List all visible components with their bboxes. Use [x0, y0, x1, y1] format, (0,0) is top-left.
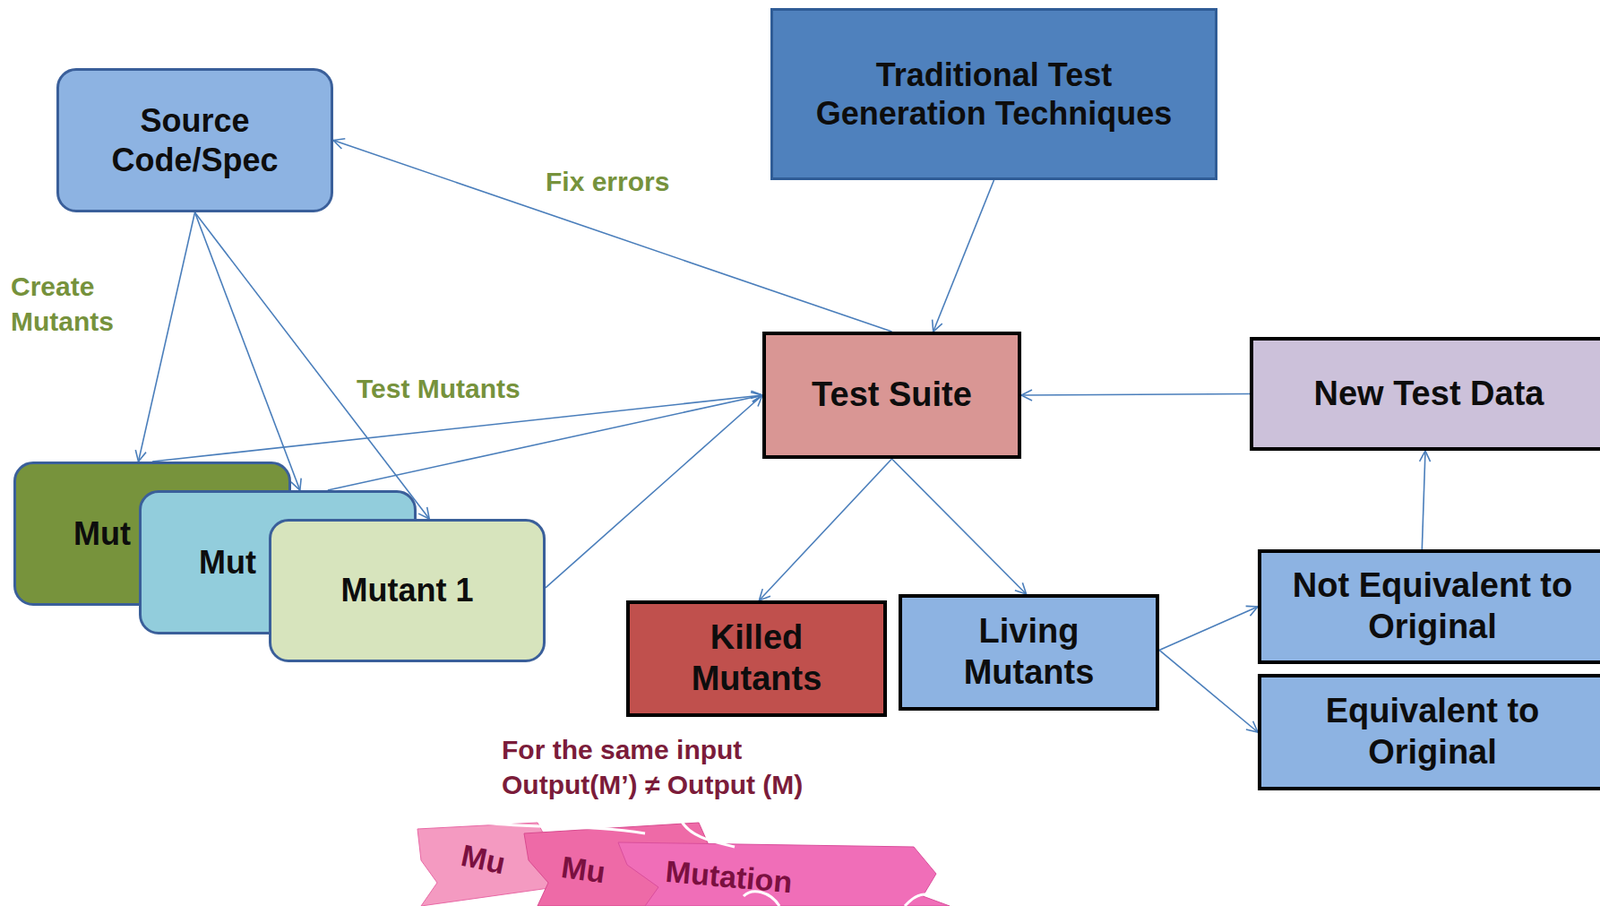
- arrow-connector: [152, 395, 763, 462]
- edge-label: Fix errors: [545, 163, 743, 199]
- result-box: Not Equivalent to Original: [1257, 549, 1600, 664]
- arrow-connector: [933, 180, 995, 332]
- node-label: Source Code/Spec: [77, 101, 313, 179]
- node-label: Mut: [198, 542, 257, 582]
- arrow-connector: [1159, 649, 1258, 732]
- arrow-connector: [327, 395, 763, 491]
- living-box: Living Mutants: [898, 593, 1160, 711]
- node-label: New Test Data: [1314, 373, 1545, 415]
- paper-piece: [618, 842, 950, 906]
- arrow-connector: [1159, 606, 1258, 650]
- node-label: Living Mutants: [921, 610, 1136, 693]
- arrow-connector: [195, 212, 301, 491]
- arrow-connector: [758, 458, 892, 601]
- node-label: Test Suite: [811, 374, 973, 416]
- test-suite-box: Test Suite: [762, 331, 1022, 459]
- technique-box: Traditional Test Generation Techniques: [770, 8, 1218, 181]
- node-label: Equivalent to Original: [1281, 690, 1584, 773]
- node-label: Mut: [73, 514, 131, 553]
- test-data-box: New Test Data: [1249, 336, 1600, 451]
- edge-label: Create Mutants: [10, 268, 159, 339]
- node-label: Not Equivalent to Original: [1281, 565, 1584, 647]
- node-label: Mutant 1: [341, 570, 474, 610]
- arrow-connector: [1021, 394, 1250, 396]
- arrow-connector: [1421, 450, 1426, 550]
- paper-tear: [483, 819, 932, 906]
- killed-box: Killed Mutants: [626, 600, 887, 717]
- arrow-connector: [138, 212, 196, 462]
- node-label: Killed Mutants: [649, 617, 864, 699]
- note-text: For the same input Output(M’) ≠ Output (…: [501, 731, 883, 802]
- arrow-connector: [545, 395, 763, 588]
- mutant-box: Mutant 1: [268, 518, 546, 663]
- result-box: Equivalent to Original: [1257, 673, 1600, 791]
- source-box: Source Code/Spec: [56, 68, 334, 213]
- arrow-connector: [892, 458, 1027, 594]
- node-label: Traditional Test Generation Techniques: [794, 55, 1194, 133]
- edge-label: Test Mutants: [356, 370, 590, 406]
